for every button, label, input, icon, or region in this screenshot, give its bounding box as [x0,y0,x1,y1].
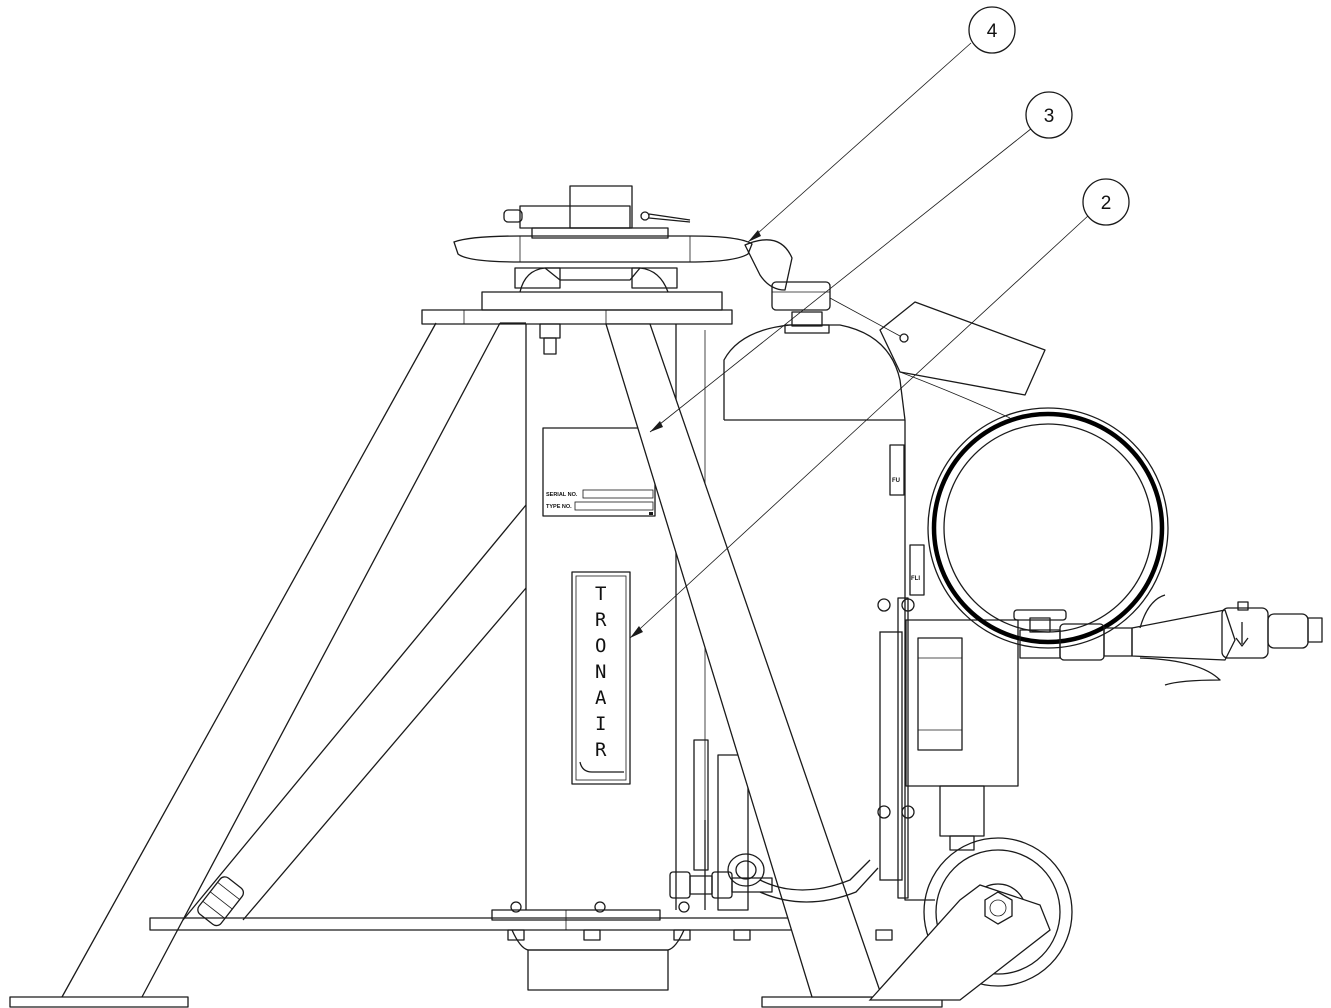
brand-letter-2: R [595,609,607,631]
pump-block [877,597,1019,901]
serial-no-label: SERIAL NO. [546,492,578,498]
brace-foot [197,876,245,927]
base-plate [149,901,893,991]
brand-plate: T R O N A I R [571,571,631,785]
svg-text:2: 2 [1101,193,1112,214]
brand-letter-7: R [595,739,607,761]
brand-letter-3: O [595,635,606,657]
svg-text:4: 4 [987,21,998,42]
hose-reel [927,407,1169,649]
callout-leaders [629,42,1090,639]
side-label-2: FLI [911,576,920,582]
top-assembly [421,185,793,325]
left-legs [61,322,527,998]
brand-letter-4: N [595,661,606,683]
brand-letter-6: I [595,713,606,735]
type-no-label: TYPE NO. [546,504,572,510]
hanging-tag [829,297,1046,419]
base-bolts [507,901,893,941]
right-leg [605,323,883,998]
callout-3: 3 [1025,91,1073,139]
floor-pads [9,996,943,1008]
side-label-1: FU [892,478,900,484]
wheel-assembly [868,837,1073,1001]
brand-letter-1: T [595,583,606,605]
svg-text:3: 3 [1044,106,1055,127]
nozzle-assembly [1013,594,1323,686]
lower-fittings [669,853,879,903]
callout-4: 4 [968,6,1016,54]
callout-2: 2 [1082,178,1130,226]
data-plate: SERIAL NO. TYPE NO. [542,427,656,517]
brand-letter-5: A [595,687,607,709]
central-column [525,323,749,911]
